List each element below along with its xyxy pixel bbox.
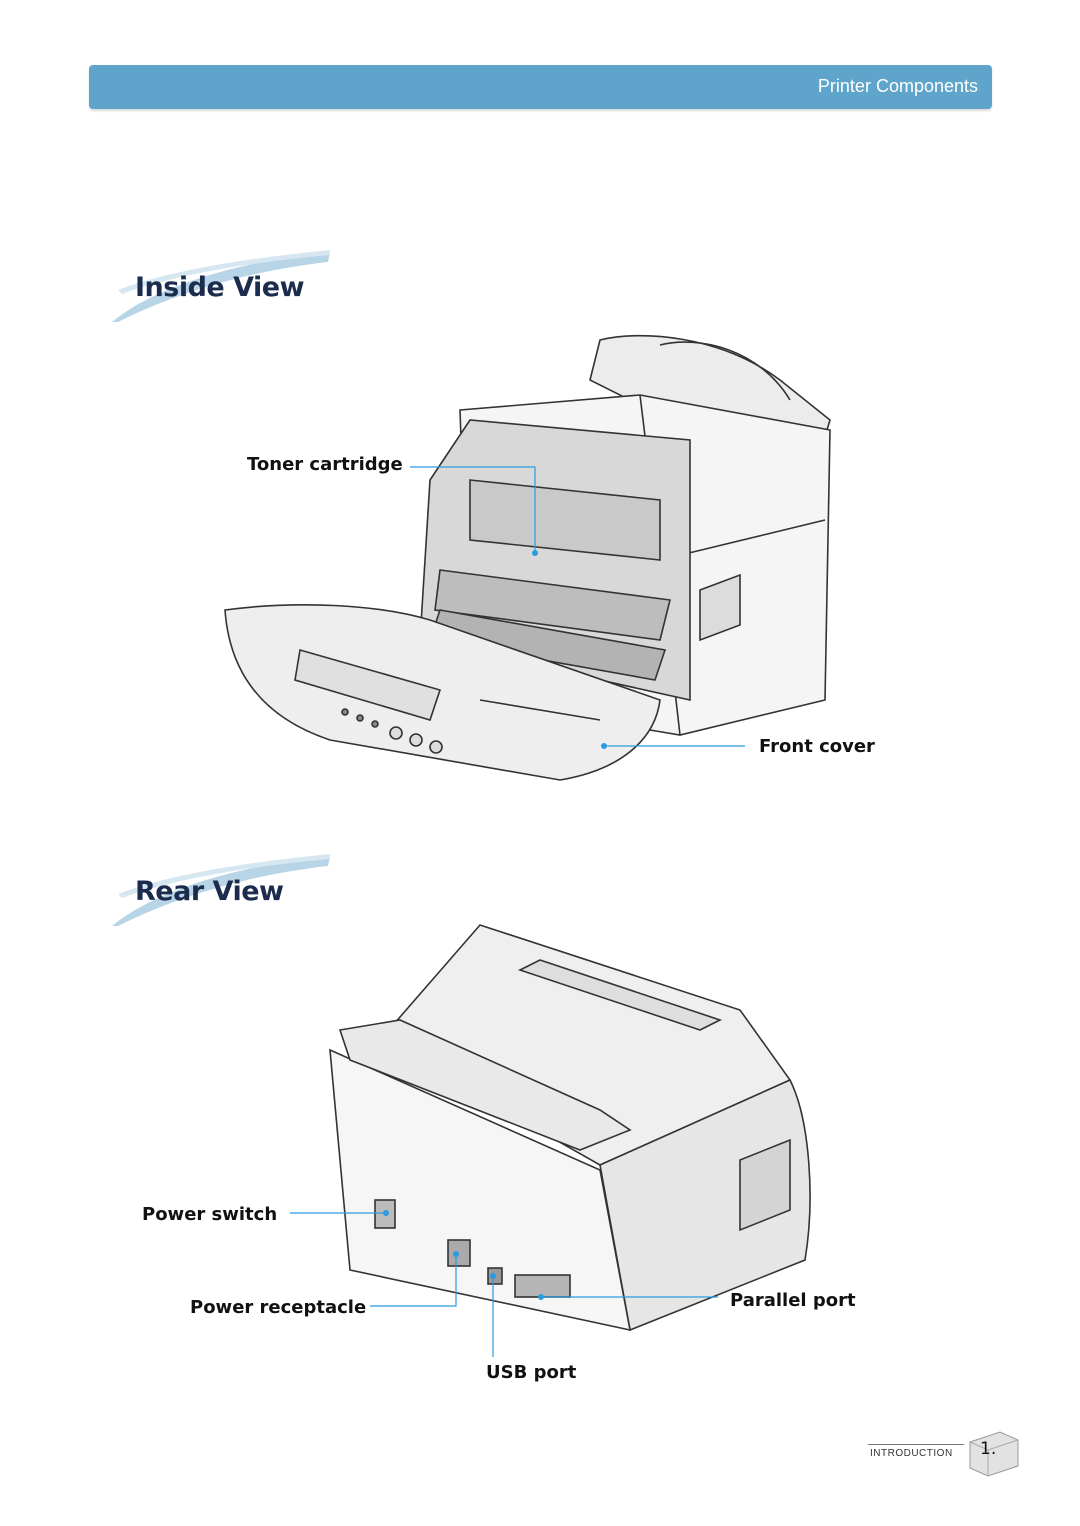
rear-view-swoosh	[112, 854, 330, 926]
power-switch-label: Power switch	[142, 1204, 278, 1225]
printer-rear-illustration	[329, 924, 811, 1332]
power-receptacle-label: Power receptacle	[190, 1297, 367, 1318]
footer-rule	[868, 1444, 964, 1445]
rear-view-title: Rear View	[135, 876, 284, 907]
header-bar: Printer Components	[89, 65, 992, 109]
printer-inside-illustration	[224, 334, 831, 781]
parallel-port-label: Parallel port	[730, 1290, 856, 1311]
inside-view-title: Inside View	[135, 272, 305, 303]
usb-port-label: USB port	[486, 1362, 577, 1383]
callout-dots	[383, 550, 607, 1300]
power-receptacle-leader	[370, 1254, 457, 1307]
inside-view-swoosh	[112, 250, 330, 322]
toner-cartridge-label: Toner cartridge	[247, 454, 403, 475]
toner-cartridge-leader	[410, 466, 536, 553]
page-number: 1.	[980, 1439, 997, 1459]
front-cover-label: Front cover	[759, 736, 875, 757]
header-title: Printer Components	[817, 76, 978, 96]
callout-lines	[290, 466, 745, 1357]
page-number-cube-icon	[969, 1431, 1019, 1477]
footer-section-label: INTRODUCTION	[870, 1448, 953, 1459]
